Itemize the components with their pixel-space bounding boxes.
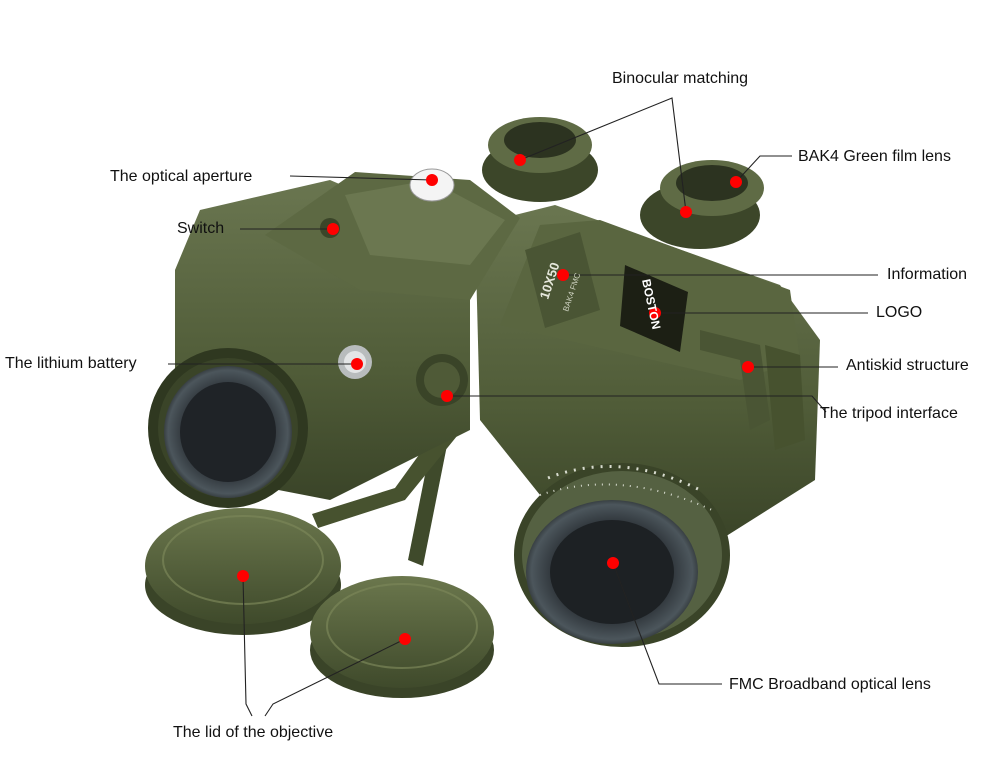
marker-lid-left [237,570,249,582]
objective-lens-right [514,463,730,647]
label-tripod: The tripod interface [820,405,958,422]
eyepiece-left [482,117,598,202]
tripod-knob [416,354,468,406]
marker-binocular-matching-left [514,154,526,166]
marker-tripod [441,390,453,402]
label-antiskid: Antiskid structure [846,357,969,374]
marker-logo [649,307,661,319]
label-logo: LOGO [876,304,923,321]
marker-information [557,269,569,281]
leader-lines [168,97,878,717]
marker-switch [327,223,339,235]
marker-fmc-lens [607,557,619,569]
markers [237,154,754,645]
marker-antiskid [742,361,754,373]
marker-optical-aperture [426,174,438,186]
top-plate-right [500,220,805,450]
marker-lid-right [399,633,411,645]
label-optical-aperture: The optical aperture [110,168,253,185]
label-objective-lid: The lid of the objective [173,724,334,741]
eyepiece-right [640,160,764,249]
marker-binocular-matching-right [680,206,692,218]
label-bak4-lens: BAK4 Green film lens [798,148,951,165]
objective-lens-left [164,366,292,498]
label-binocular-matching: Binocular matching [612,70,749,87]
marker-bak4-lens [730,176,742,188]
marker-lithium-battery [351,358,363,370]
label-lithium-battery: The lithium battery [5,355,137,372]
label-fmc-lens: FMC Broadband optical lens [729,676,931,693]
objective-lid-right [310,576,494,698]
label-information: Information [887,266,968,283]
label-switch: Switch [177,220,225,237]
